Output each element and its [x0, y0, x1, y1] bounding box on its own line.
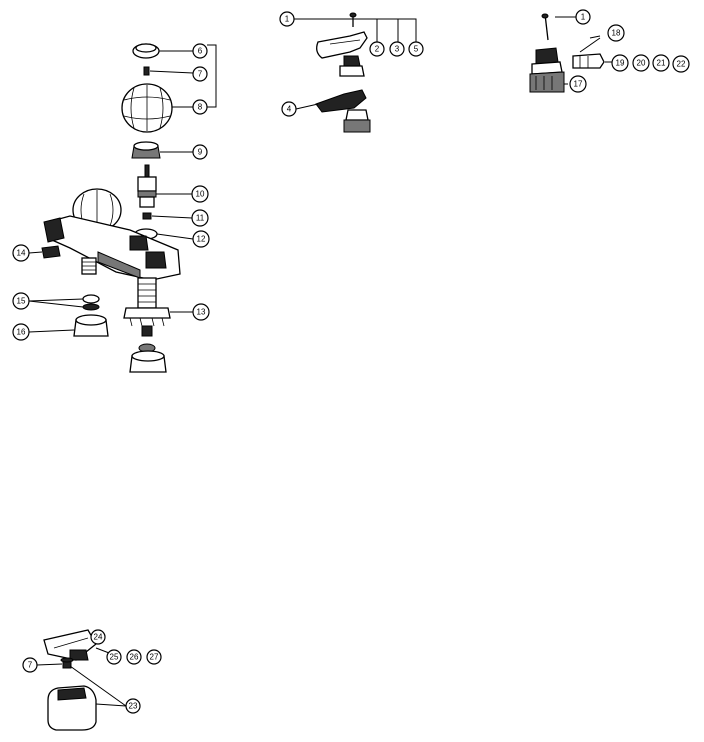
- svg-text:14: 14: [17, 249, 26, 258]
- svg-text:9: 9: [198, 148, 203, 157]
- svg-text:8: 8: [198, 103, 203, 112]
- callout-3: 3: [389, 41, 405, 57]
- svg-text:16: 16: [17, 328, 26, 337]
- callout-6: 6: [192, 43, 208, 59]
- callout-19: 19: [611, 54, 629, 72]
- callout-1-right: 1: [575, 9, 591, 25]
- lever-escutcheon-assembly: [43, 629, 97, 731]
- svg-text:2: 2: [375, 45, 380, 54]
- faucet-body-assembly: [41, 43, 181, 373]
- svg-text:13: 13: [197, 308, 206, 317]
- svg-text:4: 4: [287, 105, 292, 114]
- svg-text:27: 27: [150, 653, 159, 662]
- callout-14: 14: [12, 244, 30, 262]
- callout-17: 17: [569, 75, 587, 93]
- callout-10: 10: [191, 185, 209, 203]
- callout-26: 26: [126, 649, 142, 665]
- svg-text:19: 19: [616, 59, 625, 68]
- callout-5: 5: [408, 41, 424, 57]
- svg-text:25: 25: [110, 653, 119, 662]
- callout-7-left: 7: [192, 66, 208, 82]
- svg-text:23: 23: [129, 702, 138, 711]
- callout-16: 16: [12, 323, 30, 341]
- callout-13: 13: [192, 303, 210, 321]
- callout-22: 22: [672, 55, 690, 73]
- callout-9: 9: [192, 144, 208, 160]
- callout-2: 2: [369, 41, 385, 57]
- svg-text:15: 15: [17, 297, 26, 306]
- lever-handle-assembly-top: [315, 12, 371, 133]
- callout-11: 11: [191, 209, 209, 227]
- callout-1-top: 1: [279, 11, 295, 27]
- callout-4: 4: [281, 101, 297, 117]
- callout-7-bottom: 7: [22, 657, 38, 673]
- svg-text:1: 1: [285, 15, 290, 24]
- callout-18: 18: [607, 24, 625, 42]
- svg-text:6: 6: [198, 47, 203, 56]
- svg-text:20: 20: [637, 59, 646, 68]
- svg-text:24: 24: [94, 633, 103, 642]
- svg-text:7: 7: [28, 661, 33, 670]
- callout-8: 8: [192, 99, 208, 115]
- svg-text:12: 12: [197, 235, 206, 244]
- callout-20: 20: [632, 54, 650, 72]
- svg-text:5: 5: [414, 45, 419, 54]
- callout-12: 12: [192, 230, 210, 248]
- callout-27: 27: [146, 649, 162, 665]
- callout-21: 21: [652, 54, 670, 72]
- cross-handle-assembly: [529, 13, 605, 93]
- callout-24: 24: [90, 629, 106, 645]
- svg-text:1: 1: [581, 13, 586, 22]
- callout-25: 25: [106, 649, 122, 665]
- svg-text:7: 7: [198, 70, 203, 79]
- svg-text:26: 26: [130, 653, 139, 662]
- callout-23: 23: [125, 698, 141, 714]
- svg-text:22: 22: [677, 60, 686, 69]
- svg-text:11: 11: [196, 214, 205, 223]
- svg-text:17: 17: [574, 80, 583, 89]
- svg-text:3: 3: [395, 45, 400, 54]
- svg-text:10: 10: [196, 190, 205, 199]
- callout-15: 15: [12, 292, 30, 310]
- svg-text:18: 18: [612, 29, 621, 38]
- svg-text:21: 21: [657, 59, 666, 68]
